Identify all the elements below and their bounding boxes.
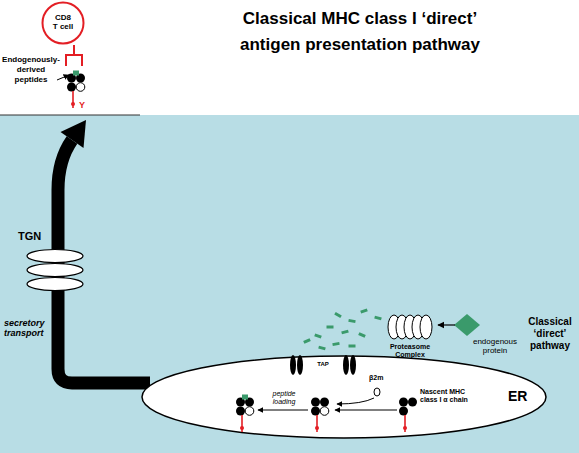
- diagram-title: Classical MHC class I ‘direct’ antigen p…: [225, 6, 495, 58]
- peptide-fragment: [314, 333, 322, 338]
- peptide-fragment: [360, 308, 368, 313]
- cisterna: [27, 278, 83, 291]
- node-label: CD8 T cell: [52, 13, 74, 31]
- peptide-fragment: [332, 342, 339, 346]
- peptide-note: Endogenously-derived peptides: [2, 55, 60, 85]
- nascent-chain-label: Nascent MHC class I α chain: [420, 388, 482, 404]
- beta2m-arrow: [337, 398, 374, 404]
- surface-beta2m: [76, 83, 85, 92]
- cisterna: [27, 250, 83, 263]
- node-label: ER: [508, 388, 538, 404]
- er-ellipse: ER TAP: [140, 355, 548, 439]
- node-shape: [285, 352, 361, 386]
- peptide-fragment: [318, 346, 326, 351]
- peptide-fragment: [374, 316, 382, 321]
- assembly-arrow: [335, 410, 397, 411]
- node-label: TAP: [285, 361, 361, 368]
- node-label: endogenous protein: [471, 337, 519, 355]
- empty-mhc: [311, 398, 329, 433]
- proteasome-complex: Proteasome Complex: [382, 312, 438, 362]
- cell-surface-line: [0, 115, 140, 116]
- t-cell-receptor: [66, 45, 82, 66]
- tap-subunit: [290, 355, 296, 375]
- endogenous-protein-diamond: endogenous protein: [455, 314, 525, 362]
- proteasome-ring: [420, 315, 432, 339]
- cytoplasm-background: [0, 115, 579, 453]
- free-beta2m: [374, 388, 380, 396]
- cell-outline: [43, 3, 84, 44]
- stem-label: Y: [79, 100, 89, 110]
- peptide-fragment: [349, 345, 356, 348]
- loading-label: peptide loading: [262, 390, 306, 406]
- loaded-mhc: [236, 398, 254, 433]
- er-membrane: [142, 356, 546, 438]
- peptide-fragment: [358, 332, 366, 338]
- surface-peptide: [73, 71, 79, 76]
- peptide-fragment: [334, 312, 342, 318]
- nascent-mhc: [399, 398, 417, 433]
- peptide-fragment: [348, 319, 355, 323]
- tgn-stack: TGN: [14, 230, 88, 294]
- peptide-pointer: [57, 75, 69, 80]
- tap-subunit: [343, 355, 349, 375]
- t-cell-circle: CD8 T cell: [41, 1, 85, 45]
- beta2m-label: β2m: [369, 374, 391, 382]
- peptide-fragment: [327, 326, 334, 329]
- tap-subunit: [350, 355, 356, 375]
- empty-beta2m: [320, 407, 329, 416]
- cisterna: [27, 264, 83, 277]
- peptide-fragment: [303, 338, 311, 344]
- secretory-arrowhead: [61, 120, 87, 148]
- node-label: TGN: [18, 230, 58, 243]
- connector-arrow: [438, 324, 455, 325]
- protein-diamond: [454, 314, 480, 336]
- tap-transporter: TAP: [285, 352, 361, 386]
- peptide-fragment: [341, 330, 349, 335]
- pathway-label: Classical ‘direct’ pathway: [522, 316, 578, 352]
- transport-label: secretory transport: [4, 318, 50, 339]
- loading-arrow: [258, 410, 308, 411]
- loaded-peptide: [242, 395, 248, 400]
- loaded-beta2m: [245, 407, 254, 416]
- tap-subunit: [297, 355, 303, 375]
